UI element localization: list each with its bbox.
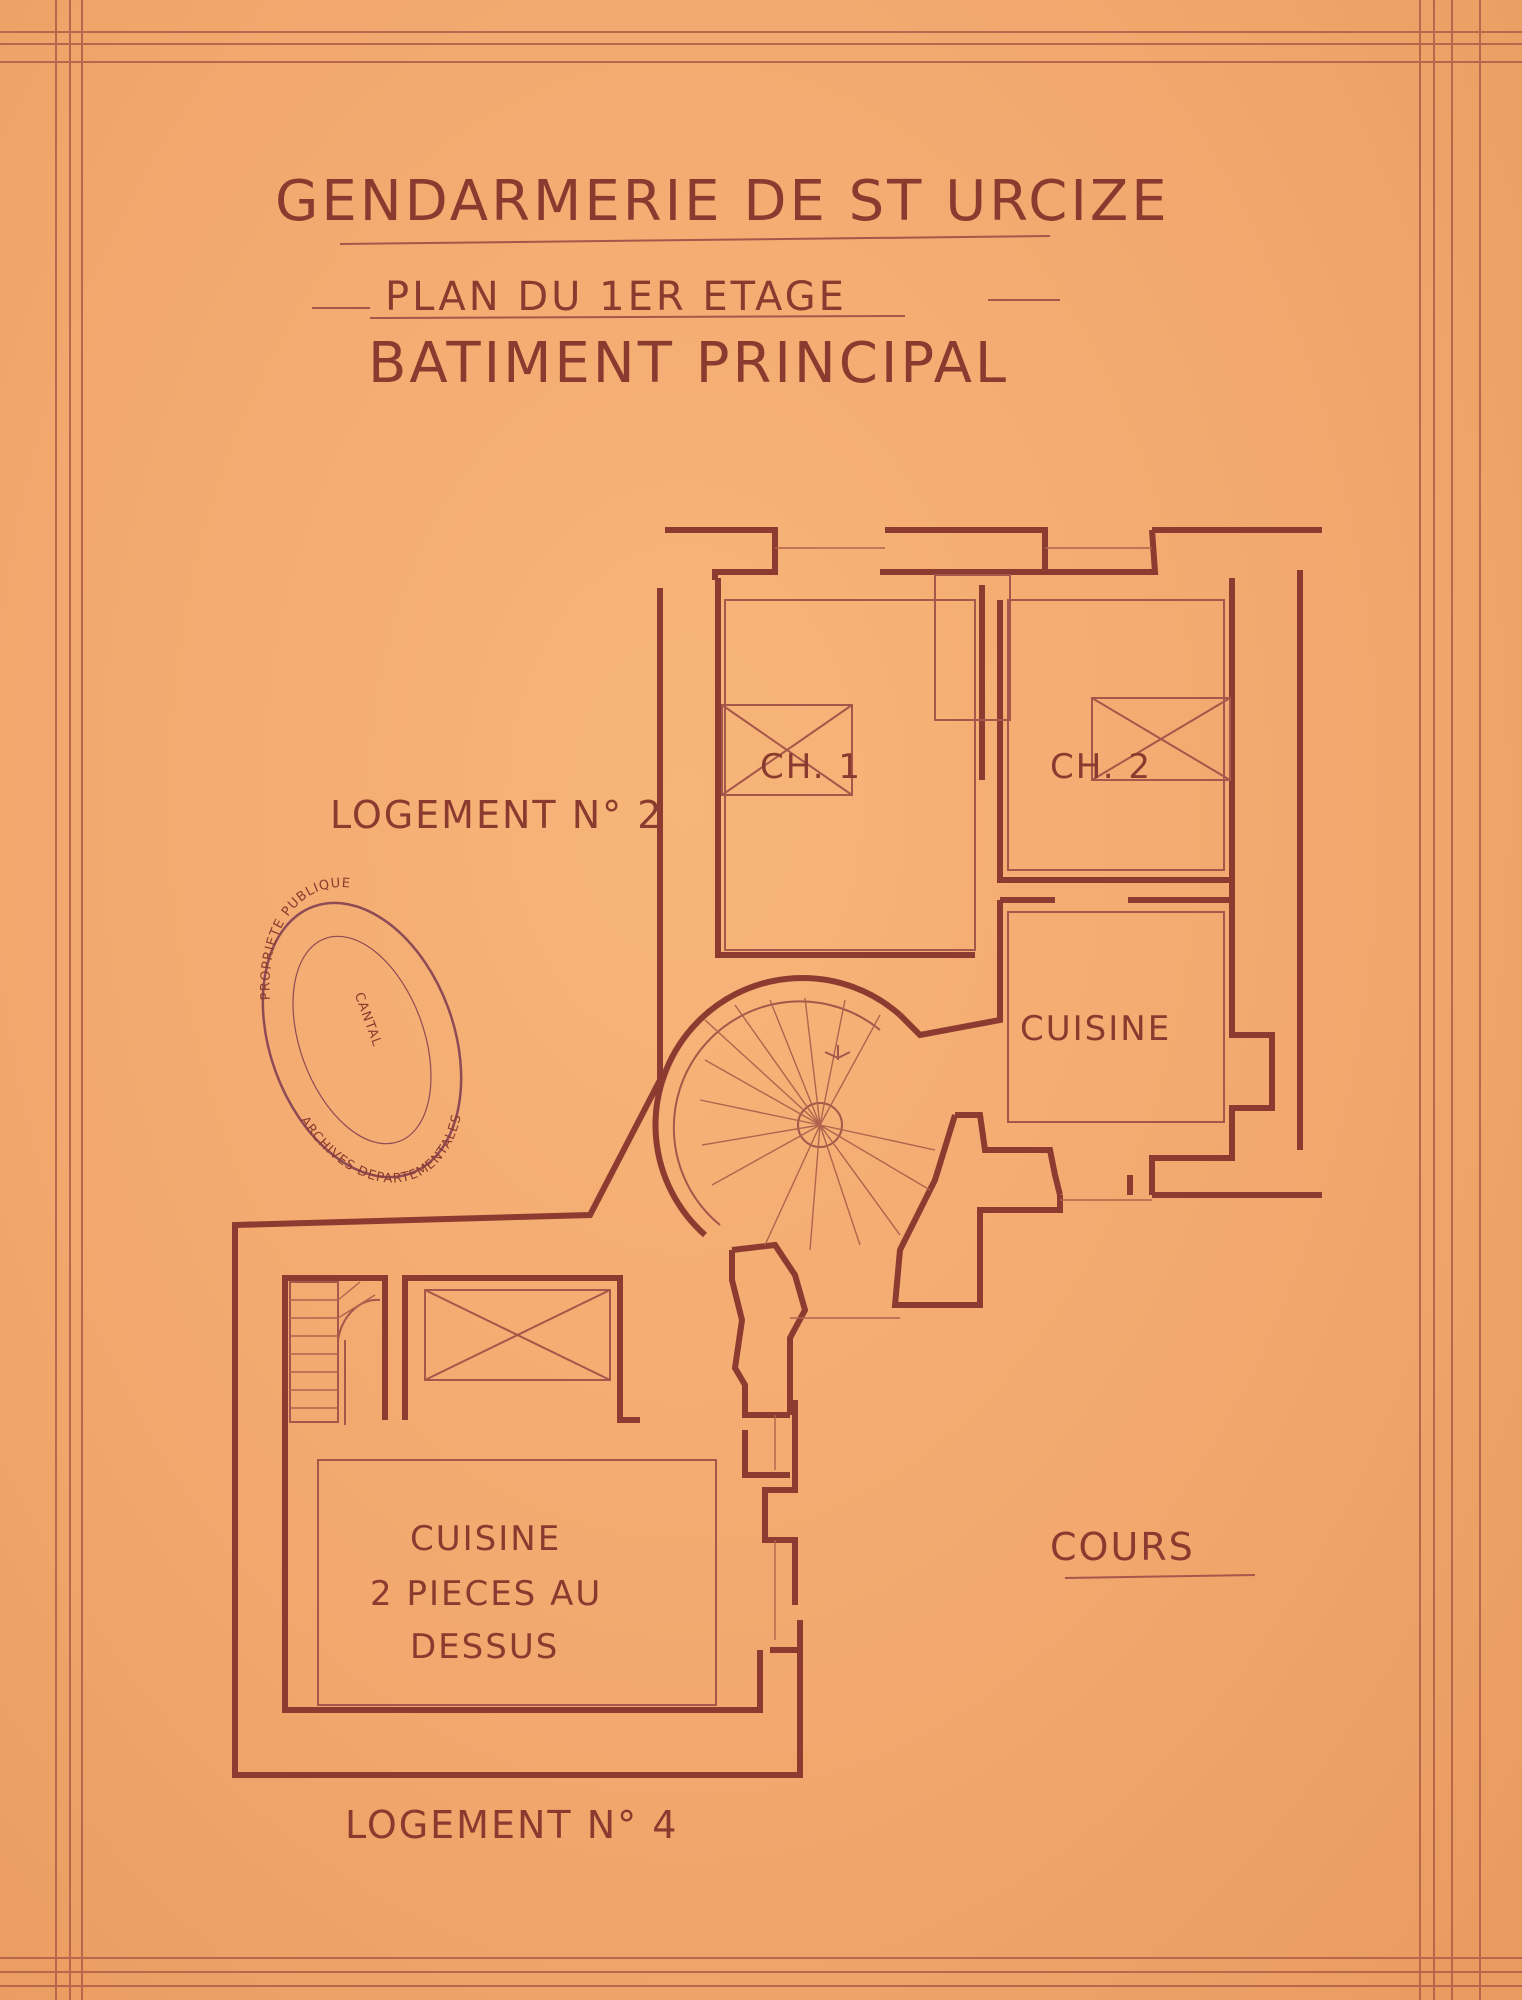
label-logement-2: LOGEMENT N° 2 [330,793,663,837]
title-main: GENDARMERIE DE ST URCIZE [275,169,1170,234]
title-subtitle: PLAN DU 1ER ETAGE [385,274,847,320]
label-logement-4: LOGEMENT N° 4 [345,1803,678,1847]
small-staircase [289,1281,381,1425]
room-outlines [317,574,1225,1706]
stamp-center: CANTAL [351,990,385,1048]
label-cuisine-left-2: 2 PIECES AU [370,1574,602,1614]
stamp-ring-bottom: ARCHIVES DEPARTEMENTALES [297,1112,465,1186]
label-ch2: CH. 2 [1050,747,1152,787]
title-block: GENDARMERIE DE ST URCIZE PLAN DU 1ER ETA… [275,169,1170,396]
label-cuisine-right: CUISINE [1020,1009,1171,1049]
label-cour: COURS [1050,1525,1195,1569]
label-cuisine-left-3: DESSUS [410,1627,559,1667]
walls-upper [232,527,1322,1778]
label-cuisine-left-1: CUISINE [410,1519,561,1559]
spiral-staircase [652,975,936,1251]
label-ch1: CH. 1 [760,747,862,787]
chimney-boxes [424,697,1231,1381]
archive-stamp: PROPRIETE PUBLIQUE ARCHIVES DEPARTEMENTA… [258,876,465,1187]
stamp-ring-top: PROPRIETE PUBLIQUE [258,876,351,1001]
threshold-lines [774,547,1152,1640]
title-building: BATIMENT PRINCIPAL [368,331,1009,396]
